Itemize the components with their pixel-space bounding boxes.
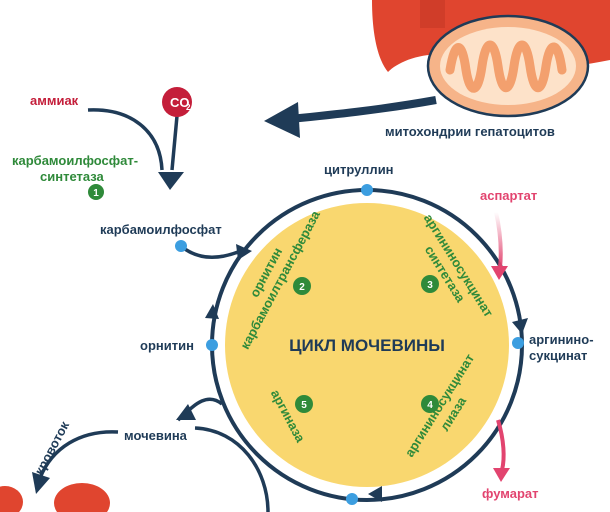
aspartate-arrowhead xyxy=(491,266,508,280)
carbamoyl-phosphate-arrow xyxy=(179,244,239,259)
co2-label: CO xyxy=(170,95,190,110)
fumarate-arrowhead xyxy=(493,468,510,482)
cycle-arrowhead-right xyxy=(512,318,528,334)
bloodstream-arrowhead xyxy=(32,472,50,494)
argininosuccinate-label-2: сукцинат xyxy=(529,348,587,363)
aspartate-label: аспартат xyxy=(480,188,537,203)
ammonia-arrow xyxy=(87,108,164,171)
aspartate-arrow xyxy=(494,211,503,269)
co2-badge xyxy=(162,87,192,117)
enzyme-badge-1 xyxy=(88,184,104,200)
urea-arrowhead xyxy=(176,404,196,420)
cycle-title: ЦИКЛ МОЧЕВИНЫ xyxy=(289,336,445,355)
mitochondria-to-cycle-arrow xyxy=(264,96,437,138)
node-bottom xyxy=(346,493,358,505)
ornithine-label: орнитин xyxy=(140,338,194,353)
node-argininosuccinate xyxy=(512,337,524,349)
ammonia-label: аммиак xyxy=(30,93,79,108)
fumarate-arrow xyxy=(496,419,506,471)
bloodstream-label: кровоток xyxy=(31,418,72,477)
mitochondrion-illustration xyxy=(426,14,590,118)
enzyme-badge-4 xyxy=(421,395,439,413)
enzyme-number-5: 5 xyxy=(301,400,307,411)
node-ornithine xyxy=(206,339,218,351)
enzyme-number-4: 4 xyxy=(427,400,433,411)
bloodstream-left-arrow xyxy=(38,430,119,479)
citrulline-label: цитруллин xyxy=(324,162,394,177)
enzyme-number-3: 3 xyxy=(427,280,433,291)
cycle-arrowhead-left xyxy=(205,304,219,319)
enzyme-badge-3 xyxy=(421,275,439,293)
argininosuccinate-label-1: аргинино- xyxy=(529,332,594,347)
carbamoyl-synthetase-label-1: карбамоилфосфат- xyxy=(12,153,138,168)
node-citrulline xyxy=(361,184,373,196)
urea-label: мочевина xyxy=(124,428,188,443)
co2-arrow xyxy=(170,115,179,171)
enzyme-badge-5 xyxy=(295,395,313,413)
enzyme-badge-2 xyxy=(293,277,311,295)
carbamoyl-synth-arrowhead xyxy=(158,172,184,190)
carbamoyl-phosphate-arrowhead xyxy=(236,244,252,260)
bloodstream-arrow xyxy=(194,426,270,512)
mitochondria-label: митохондрии гепатоцитов xyxy=(385,124,555,139)
enzyme-number-2: 2 xyxy=(299,282,305,293)
enzyme-number-1: 1 xyxy=(93,188,99,199)
kidney-illustration xyxy=(0,483,110,512)
cycle-arrowhead-bottom xyxy=(368,486,382,502)
carbamoyl-synthetase-label-2: синтетаза xyxy=(40,169,105,184)
fumarate-label: фумарат xyxy=(482,486,538,501)
cycle-background xyxy=(225,203,509,487)
co2-subscript: 2 xyxy=(186,103,191,112)
carbamoyl-phosphate-label: карбамоилфосфат xyxy=(100,222,222,237)
node-carbamoyl-phosphate xyxy=(175,240,187,252)
